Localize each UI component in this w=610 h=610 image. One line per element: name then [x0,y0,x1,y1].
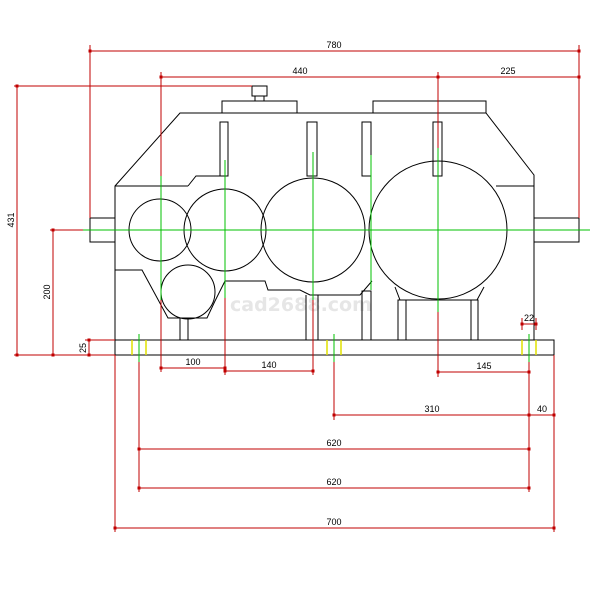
bolt-holes [131,340,537,355]
dim-40: 40 [537,404,547,414]
dim-25: 25 [78,343,88,353]
dimension-arrow-mark [223,366,227,370]
dim-200: 200 [42,284,52,299]
gear-5 [160,264,216,320]
dimension-arrow-mark [88,49,92,53]
dim-145: 145 [476,361,491,371]
centerlines [83,148,590,362]
dim-440: 440 [292,66,307,76]
dimension-arrow-mark [137,447,141,451]
dim-620-b: 620 [326,477,341,487]
dim-310: 310 [424,404,439,414]
dim-431: 431 [6,212,16,227]
dimension-arrow-mark [87,353,91,357]
dim-22: 22 [524,313,534,323]
dimension-arrow-mark [223,369,227,373]
watermark: cad2688.com [230,294,372,316]
dimension-arrow-mark [527,413,531,417]
dim-700: 700 [326,517,341,527]
breather-stem [254,95,265,102]
dimension-arrow-mark [137,486,141,490]
dim-100: 100 [185,357,200,367]
dim-780: 780 [326,40,341,50]
dimension-arrow-mark [51,228,55,232]
dimension-arrow-mark [159,366,163,370]
breather-cap [251,85,268,97]
dimension-arrow-mark [436,370,440,374]
dimension-arrow-mark [159,75,163,79]
dimension-arrow-mark [552,526,556,530]
dimension-arrow-mark [527,447,531,451]
dimension-arrow-mark [87,338,91,342]
dimension-arrow-mark [436,75,440,79]
dimension-arrow-mark [577,75,581,79]
dim-140: 140 [261,360,276,370]
dimension-arrow-mark [15,353,19,357]
dim-620-a: 620 [326,438,341,448]
dimension-arrow-mark [577,49,581,53]
dimension-lines [14,45,581,532]
dimension-arrow-mark [332,413,336,417]
dimension-arrow-mark [552,413,556,417]
dimension-arrow-mark [534,322,538,326]
dimension-labels: 780 440 225 431 200 25 100 140 145 310 4… [6,40,547,527]
dimension-arrow-mark [520,322,524,326]
inspection-cover [221,100,298,114]
dimension-arrow-mark [51,353,55,357]
dim-225: 225 [500,66,515,76]
dimension-arrow-mark [527,370,531,374]
dimension-arrow-mark [311,369,315,373]
dimension-arrow-mark [15,84,19,88]
dimension-arrow-mark [113,526,117,530]
dimension-arrow-mark [527,486,531,490]
cover-right [372,100,487,114]
